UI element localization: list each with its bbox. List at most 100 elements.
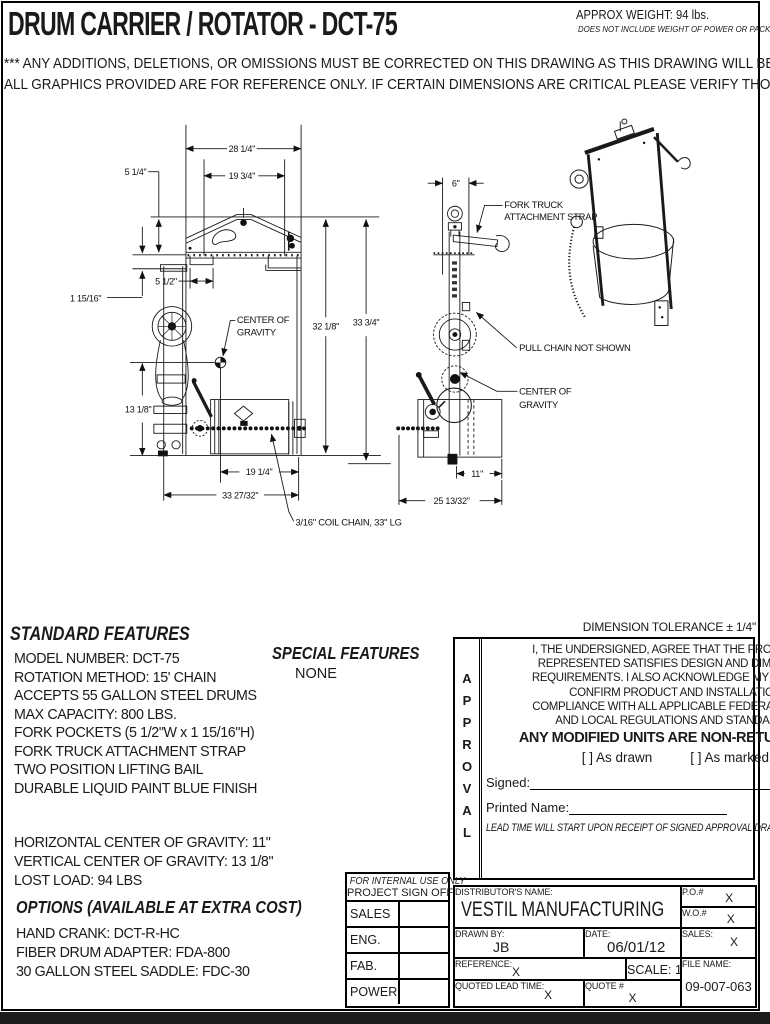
approval-box: APPROVAL I, THE UNDERSIGNED, AGREE THAT … <box>453 637 770 880</box>
fork-strap-label-line2: ATTACHMENT STRAP <box>504 212 597 223</box>
distributor-label: DISTRIBUTOR'S NAME: <box>455 887 553 897</box>
sign-off-role: ENG. <box>347 928 400 952</box>
title-block: DISTRIBUTOR'S NAME: VESTIL MANUFACTURING… <box>453 885 757 1008</box>
options-list: HAND CRANK: DCT-R-HC FIBER DRUM ADAPTER:… <box>16 924 250 981</box>
non-returnable-notice: ANY MODIFIED UNITS ARE NON-RETURNABLE <box>518 730 770 747</box>
signature-line[interactable] <box>530 775 770 791</box>
warning-line-1: *** ANY ADDITIONS, DELETIONS, OR OMISSIO… <box>4 55 770 72</box>
quote-number-label: QUOTE # <box>585 981 624 991</box>
po-label: P.O.# <box>682 887 704 897</box>
signed-row: Signed: Date: <box>486 775 770 791</box>
po-value: X <box>725 891 734 905</box>
dim-cg-height: 13 1/8" <box>125 405 152 415</box>
printed-name-label: Printed Name: <box>486 800 570 816</box>
dim-pocket-height: 1 15/16" <box>70 294 101 304</box>
sign-off-field[interactable] <box>400 902 448 926</box>
quoted-lead-time-label: QUOTED LEAD TIME: <box>455 981 545 991</box>
feature-item: MODEL NUMBER: DCT-75 <box>14 650 180 667</box>
dim-strap-offset: 6" <box>452 179 460 189</box>
scale-cell: SCALE: 1:14 <box>627 959 682 981</box>
quote-number-value: X <box>628 991 637 1005</box>
cg-info-list: HORIZONTAL CENTER OF GRAVITY: 11" VERTIC… <box>14 833 274 890</box>
options-heading: OPTIONS (AVAILABLE AT EXTRA COST) <box>16 897 302 917</box>
dim-side-total: 25 13/32" <box>434 496 470 506</box>
approval-text-line: AND LOCAL REGULATIONS AND STANDARDS. <box>555 715 770 728</box>
page-title: DRUM CARRIER / ROTATOR - DCT-75 <box>8 5 398 42</box>
approval-text-line: REQUIREMENTS. I ALSO ACKNOWLEDGE MY DUTY… <box>531 672 770 685</box>
scale-label: SCALE: <box>627 963 672 977</box>
date-cell: DATE: 06/01/12 <box>585 929 682 959</box>
project-sign-off-label: PROJECT SIGN OFF <box>347 887 454 899</box>
weight-note: DOES NOT INCLUDE WEIGHT OF POWER OR PACK… <box>578 24 770 34</box>
reference-label: REFERENCE: <box>455 959 513 969</box>
cg-info-item: VERTICAL CENTER OF GRAVITY: 13 1/8" <box>14 853 274 870</box>
date-cell-label: DATE: <box>585 929 611 939</box>
option-item: HAND CRANK: DCT-R-HC <box>16 925 180 942</box>
approval-text-line: COMPLIANCE WITH ALL APPLICABLE FEDERAL, … <box>532 700 770 713</box>
reference-cell: REFERENCE: X <box>455 959 627 981</box>
front-view-drawing <box>106 124 391 522</box>
approval-vertical-label: APPROVAL <box>455 639 482 878</box>
standard-features-list: MODEL NUMBER: DCT-75 ROTATION METHOD: 15… <box>14 650 257 798</box>
approval-body: I, THE UNDERSIGNED, AGREE THAT THE PRODU… <box>482 639 770 878</box>
cg-info-item: LOST LOAD: 94 LBS <box>14 872 142 889</box>
as-drawn-checkbox[interactable]: [ ] As drawn <box>581 750 653 766</box>
feature-item: FORK POCKETS (5 1/2"W x 1 15/16"H) <box>14 724 255 741</box>
sign-off-field[interactable] <box>400 954 448 978</box>
sign-off-row: POWER <box>347 980 448 1004</box>
side-cog-label-line2: GRAVITY <box>519 400 559 411</box>
cg-info-item: HORIZONTAL CENTER OF GRAVITY: 11" <box>14 834 271 851</box>
dim-height-1: 32 1/8" <box>312 322 339 332</box>
file-name-label: FILE NAME: <box>682 959 732 969</box>
drawn-by-value: JB <box>493 939 510 955</box>
signed-label: Signed: <box>486 775 531 791</box>
dim-bail: 5 1/4" <box>125 167 147 177</box>
drawn-by-label: DRAWN BY: <box>455 929 505 939</box>
fork-strap-label-line1: FORK TRUCK <box>504 200 564 211</box>
pull-chain-label: PULL CHAIN NOT SHOWN <box>519 343 631 354</box>
page-bottom-bar <box>0 1012 770 1024</box>
cog-label-line1: CENTER OF <box>237 315 290 326</box>
dim-width-inner: 19 3/4" <box>229 171 256 181</box>
file-name-value: 09-007-063 <box>685 979 752 994</box>
wo-cell: W.O.# X <box>682 908 755 929</box>
side-cog-label-line1: CENTER OF <box>519 387 572 398</box>
printed-name-line[interactable] <box>569 800 728 816</box>
coil-chain-note: 3/16" COIL CHAIN, 33" LG <box>295 517 401 528</box>
as-marked-checkbox[interactable]: [ ] As marked <box>690 750 770 766</box>
dim-horizontal-cg: 11" <box>471 469 483 479</box>
dim-pocket-width: 5 1/2" <box>155 276 177 286</box>
approval-text-line: CONFIRM PRODUCT AND INSTALLATION <box>569 686 770 699</box>
sign-off-row: SALES <box>347 902 448 928</box>
isometric-drawing <box>568 118 691 327</box>
dim-width-top: 28 1/4" <box>229 144 256 154</box>
scale-value: 1:14 <box>674 963 682 977</box>
sign-off-role: POWER <box>347 980 400 1004</box>
sign-off-field[interactable] <box>400 980 448 1004</box>
po-cell: P.O.# X <box>682 887 755 908</box>
sales-value: X <box>729 935 738 949</box>
date-cell-value: 06/01/12 <box>607 939 666 956</box>
approval-text-line: I, THE UNDERSIGNED, AGREE THAT THE PRODU… <box>532 644 770 656</box>
quoted-lead-time-cell: QUOTED LEAD TIME: X <box>455 981 585 1006</box>
cog-label-line2: GRAVITY <box>237 327 277 338</box>
approval-text-line: REPRESENTED SATISFIES DESIGN AND DIMENSI… <box>537 658 770 671</box>
sign-off-header: FOR INTERNAL USE ONLY PROJECT SIGN OFF <box>347 874 466 902</box>
option-item: FIBER DRUM ADAPTER: FDA-800 <box>16 944 230 961</box>
dim-drum-width: 19 1/4" <box>246 467 273 477</box>
side-view-drawing <box>396 177 518 505</box>
sign-off-role: SALES <box>347 902 400 926</box>
reference-value: X <box>512 965 521 979</box>
feature-item: TWO POSITION LIFTING BAIL <box>14 761 204 778</box>
option-item: 30 GALLON STEEL SADDLE: FDC-30 <box>16 963 250 980</box>
sign-off-field[interactable] <box>400 928 448 952</box>
approval-checkboxes: [ ] As drawn [ ] As marked <box>486 750 770 765</box>
quote-number-cell: QUOTE # X <box>585 981 682 1006</box>
wo-label: W.O.# <box>682 908 707 918</box>
standard-features-heading: STANDARD FEATURES <box>10 624 190 645</box>
sign-off-row: FAB. <box>347 954 448 980</box>
internal-use-label: FOR INTERNAL USE ONLY <box>349 876 466 887</box>
feature-item: ACCEPTS 55 GALLON STEEL DRUMS <box>14 687 257 704</box>
warning-line-2: ALL GRAPHICS PROVIDED ARE FOR REFERENCE … <box>4 76 770 93</box>
